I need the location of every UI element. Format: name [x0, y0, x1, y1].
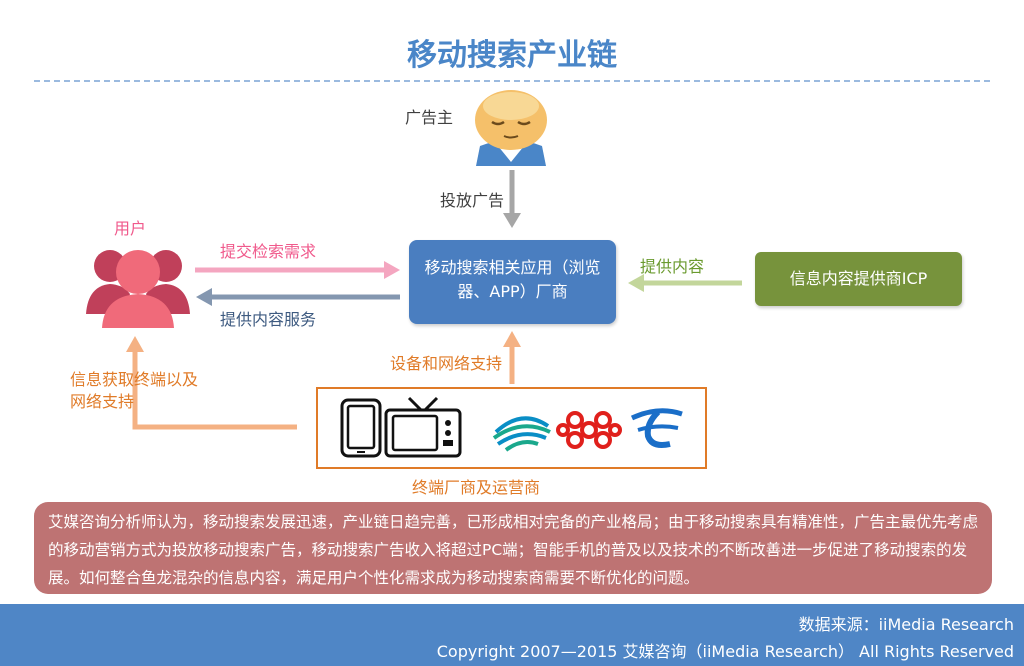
analyst-summary: 艾媒咨询分析师认为，移动搜索发展迅速，产业链日趋完善，已形成相对完备的产业格局；… [34, 502, 992, 594]
page-title: 移动搜索产业链 [407, 38, 617, 73]
footer-bar: 数据来源：iiMedia Research Copyright 2007—201… [0, 604, 1024, 666]
device-support-label: 设备和网络支持 [390, 354, 503, 373]
arrow-submit-search [195, 261, 400, 279]
arrow-provide-content [628, 274, 742, 292]
arrow-ad-placement [503, 170, 521, 228]
title-divider [34, 80, 990, 82]
arrow-device-support [503, 331, 521, 384]
tv-icon [384, 396, 462, 458]
terminal-operator-label: 终端厂商及运营商 [412, 478, 541, 497]
info-network-label-line2: 网络支持 [70, 392, 135, 411]
user-group-icon [86, 250, 190, 328]
china-unicom-logo-icon [556, 411, 622, 449]
center-app-vendor-box: 移动搜索相关应用（浏览器、APP）厂商 [409, 240, 616, 324]
provide-content-label: 提供内容 [640, 257, 705, 276]
provide-service-label: 提供内容服务 [220, 310, 317, 329]
china-mobile-logo-icon [492, 416, 551, 452]
data-source: 数据来源：iiMedia Research [798, 615, 1014, 634]
china-telecom-logo-icon [630, 408, 683, 448]
advertiser-face-icon [475, 90, 547, 166]
phone-icon [340, 398, 382, 458]
copyright: Copyright 2007—2015 艾媒咨询（iiMedia Researc… [436, 642, 1014, 661]
user-label: 用户 [114, 219, 147, 238]
advertiser-label: 广告主 [405, 108, 454, 127]
ad-placement-label: 投放广告 [440, 191, 505, 210]
arrow-provide-service [196, 288, 400, 306]
icp-box: 信息内容提供商ICP [755, 252, 962, 306]
arrow-info-network [126, 336, 297, 430]
info-network-label-line1: 信息获取终端以及 [70, 370, 199, 389]
submit-search-label: 提交检索需求 [220, 242, 317, 261]
